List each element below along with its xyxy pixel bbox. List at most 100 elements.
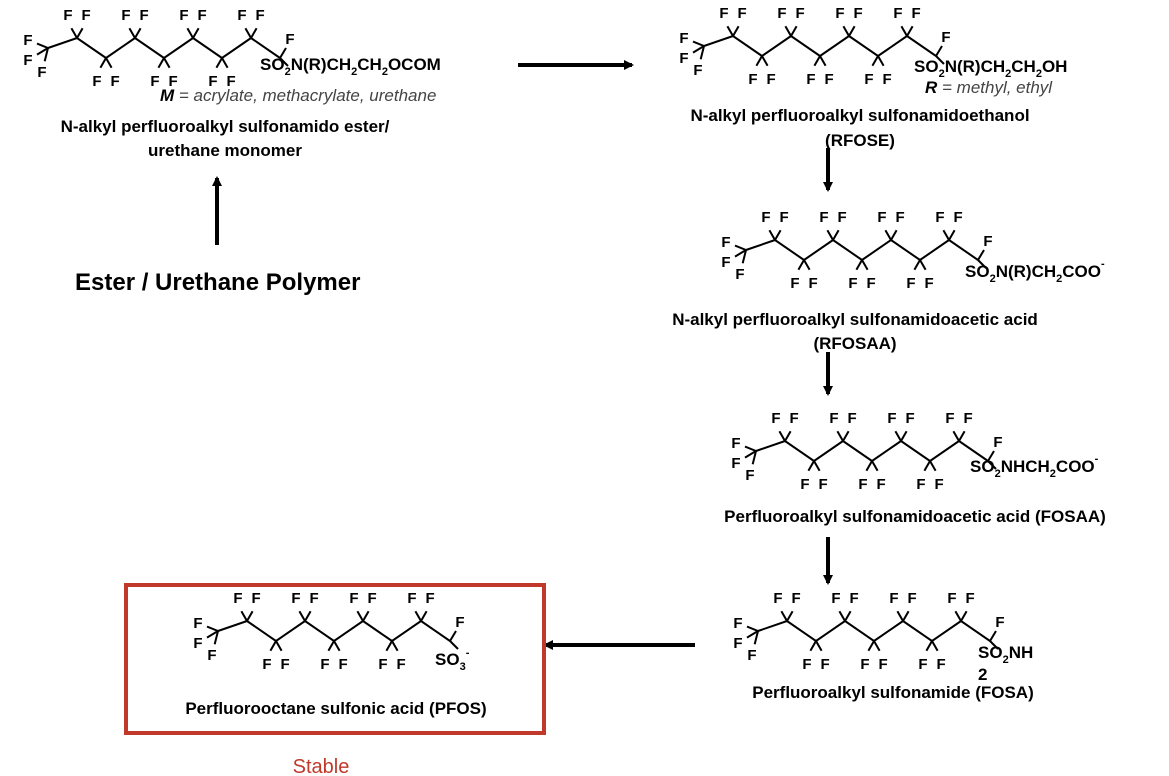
cf-bond <box>826 229 834 241</box>
rfose-formula: SO2N(R)CH2CH2OH <box>914 57 1067 80</box>
cf-bond <box>832 229 840 241</box>
cf-bond <box>751 450 757 465</box>
fosa-name: Perfluoroalkyl sulfonamide (FOSA) <box>752 683 1034 702</box>
cf-bond <box>269 640 277 652</box>
fluorine-atom-label: F <box>912 5 921 22</box>
pfos-formula: SO3- <box>435 647 470 673</box>
cf-bond <box>755 55 763 67</box>
fluorine-atom-label: F <box>291 590 300 607</box>
cf-bond <box>894 430 902 442</box>
cf-bond <box>871 460 879 472</box>
carbon-backbone <box>703 34 937 58</box>
cf-bond <box>890 229 898 241</box>
fluorine-atom-label: F <box>777 5 786 22</box>
cs-bond <box>989 640 999 650</box>
rfosaa-name-line2: (RFOSAA) <box>813 334 896 353</box>
fosaa-name: Perfluoroalkyl sulfonamidoacetic acid (F… <box>724 507 1106 526</box>
cf-bond <box>744 445 757 452</box>
cf-bond <box>279 47 287 59</box>
monomer-name-line1: N-alkyl perfluoroalkyl sulfonamido ester… <box>61 117 390 136</box>
fluorine-atom-label: F <box>809 275 818 292</box>
monomer-name-line2: urethane monomer <box>148 141 302 160</box>
rfosaa-formula: SO2N(R)CH2COO- <box>965 258 1105 285</box>
fluorine-atom-label: F <box>821 656 830 673</box>
cf-bond <box>732 25 740 37</box>
cf-bond <box>877 55 885 67</box>
cf-bond <box>105 57 113 69</box>
cf-bond <box>774 229 782 241</box>
fluorine-atom-label: F <box>829 410 838 427</box>
cf-bond <box>813 460 821 472</box>
cf-bond <box>36 47 49 56</box>
fluorine-atom-label: F <box>850 590 859 607</box>
cf-bond <box>871 55 879 67</box>
cf-bond <box>414 610 422 622</box>
cf-bond <box>761 55 769 67</box>
fluorine-atom-label: F <box>937 656 946 673</box>
fluorine-atom-label: F <box>738 5 747 22</box>
cf-bond <box>784 25 792 37</box>
fluorine-atom-label: F <box>877 476 886 493</box>
cf-bond <box>900 25 908 37</box>
cs-bond <box>935 55 945 65</box>
fluorine-atom-label: F <box>908 590 917 607</box>
cf-bond <box>819 55 827 67</box>
fluorine-atom-label: F <box>198 7 207 24</box>
cf-bond <box>391 640 399 652</box>
fluorine-atom-label: F <box>806 71 815 88</box>
cf-bond <box>157 57 165 69</box>
cf-bond <box>744 450 757 459</box>
fluorine-atom-label: F <box>349 590 358 607</box>
fluorine-atom-label: F <box>767 71 776 88</box>
fluorine-atom-label: F <box>825 71 834 88</box>
fluorine-atom-label: F <box>310 590 319 607</box>
cf-bond <box>836 430 844 442</box>
cf-bond <box>192 27 200 39</box>
fluorine-atom-label: F <box>800 476 809 493</box>
cf-bond <box>215 57 223 69</box>
fluorine-atom-label: F <box>773 590 782 607</box>
fluorine-atom-label: F <box>285 31 294 48</box>
monomer-formula: SO2N(R)CH2CH2OCOM <box>260 55 441 78</box>
fluorine-atom-label: F <box>207 647 216 664</box>
cf-bond <box>250 27 258 39</box>
fluorine-atom-label: F <box>906 410 915 427</box>
fluorine-atom-label: F <box>193 615 202 632</box>
cf-bond <box>734 249 747 258</box>
cf-bond <box>734 244 747 251</box>
fluorine-atom-label: F <box>378 656 387 673</box>
cf-bond <box>746 625 759 632</box>
fluorine-atom-label: F <box>771 410 780 427</box>
fluorine-atom-label: F <box>23 52 32 69</box>
cf-bond <box>809 640 817 652</box>
cf-bond <box>790 25 798 37</box>
cf-bond <box>699 45 705 60</box>
cf-bond <box>987 450 995 462</box>
cf-bond <box>842 25 850 37</box>
fluorine-atom-label: F <box>925 275 934 292</box>
fluorine-atom-label: F <box>140 7 149 24</box>
fluorine-atom-label: F <box>227 73 236 90</box>
fluorine-atom-label: F <box>426 590 435 607</box>
fluorine-atom-label: F <box>867 275 876 292</box>
fluorine-atom-label: F <box>233 590 242 607</box>
fluorine-atom-label: F <box>731 455 740 472</box>
fluorine-atom-label: F <box>889 590 898 607</box>
fluorine-atom-label: F <box>835 5 844 22</box>
fluorine-atom-label: F <box>918 656 927 673</box>
fluorine-atom-label: F <box>945 410 954 427</box>
cf-bond <box>931 640 939 652</box>
fluorine-atom-label: F <box>193 635 202 652</box>
carbon-backbone <box>745 238 979 262</box>
cf-bond <box>865 460 873 472</box>
cf-bond <box>948 229 956 241</box>
cf-bond <box>842 430 850 442</box>
cf-bond <box>692 40 705 47</box>
cf-bond <box>420 610 428 622</box>
cf-bond <box>741 249 747 264</box>
cf-bond <box>813 55 821 67</box>
